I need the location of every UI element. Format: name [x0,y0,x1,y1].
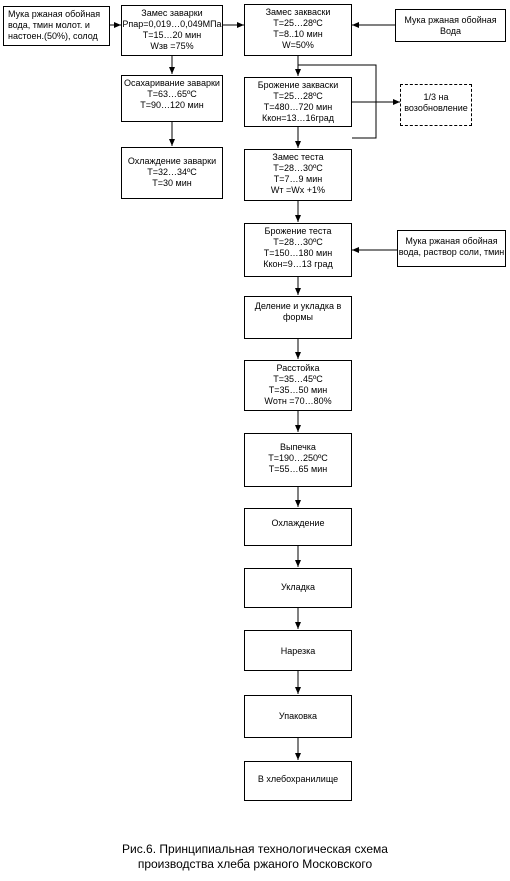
box-flour-water-left: Мука ржаная обойная вода, тмин молот. и … [3,6,110,46]
box-line: W=50% [282,40,314,50]
box-line: Wт =Wх +1% [270,185,326,195]
box-line: Вода [439,26,462,36]
box-line: Т=150…180 мин [263,248,333,258]
box-line: возобновление [404,103,468,113]
box-flour-water-right: Мука ржаная обойная Вода [395,9,506,42]
box-line: Т=35…45ºС [273,374,323,384]
box-line: Мука ржаная обойная [405,236,498,246]
box-line: Мука ржаная обойная [8,9,101,19]
box-zavarka-mix: Замес заварки Рпар=0,019…0,049МПа Т=15…2… [121,5,223,56]
box-line: вода, раствор соли, тмин [398,247,505,257]
box-line: Замес закваски [265,7,331,17]
box-line: Ккон=9…13 град [263,259,333,269]
figure-caption: Рис.6. Принципиальная технологическая сх… [0,842,510,872]
box-line: Т=25…28ºС [273,18,323,28]
box-storage: В хлебохранилище [244,761,352,801]
box-zavarka-cooling: Охлаждение заварки Т=32…34ºС Т=30 мин [121,147,223,199]
box-line: Т=25…28ºС [273,91,323,101]
box-line: Т=190…250ºС [268,453,328,463]
box-line: В хлебохранилище [257,774,339,784]
box-line: Т=28…30ºС [273,163,323,173]
box-line: Т=35…50 мин [268,385,328,395]
box-line: формы [282,312,314,322]
box-packaging: Упаковка [244,695,352,738]
box-line: Т=15…20 мин [142,30,202,40]
box-dough-fermentation: Брожение теста Т=28…30ºС Т=150…180 мин К… [244,223,352,277]
box-line: Т=32…34ºС [147,167,197,177]
box-line: Деление и укладка в [254,301,342,311]
box-line: 1/3 на [423,92,449,102]
box-dough-mix: Замес теста Т=28…30ºС Т=7…9 мин Wт =Wх +… [244,149,352,201]
box-line: Т=30 мин [152,178,192,188]
box-line: Wзв =75% [150,41,194,51]
box-line: Брожение закваски [257,80,339,90]
box-flour-salt: Мука ржаная обойная вода, раствор соли, … [397,230,506,267]
box-line: Мука ржаная обойная [404,15,497,25]
box-line: Выпечка [280,442,316,452]
box-line: настоен.(50%), солод [8,31,98,41]
box-proofing: Расстойка Т=35…45ºС Т=35…50 мин Wотн =70… [244,360,352,411]
box-line: Т=28…30ºС [273,237,323,247]
box-starter-mix: Замес закваски Т=25…28ºС Т=8..10 мин W=5… [244,4,352,56]
box-tray-placing: Укладка [244,568,352,608]
box-line: Т=55…65 мин [268,464,328,474]
box-line: Т=480…720 мин [263,102,333,112]
box-saccharification: Осахаривание заварки Т=63…65ºС Т=90…120 … [121,75,223,122]
box-renewal: 1/3 на возобновление [400,84,472,126]
box-cooling: Охлаждение [244,508,352,546]
box-starter-fermentation: Брожение закваски Т=25…28ºС Т=480…720 ми… [244,77,352,127]
box-line: Укладка [280,582,315,592]
box-dividing: Деление и укладка в формы [244,296,352,339]
box-line: Wотн =70…80% [264,396,332,406]
caption-line-2: производства хлеба ржаного Московского [137,857,373,871]
box-line: Осахаривание заварки [124,78,220,88]
box-line: Охлаждение [271,518,325,528]
box-line: Расстойка [276,363,320,373]
box-line: Т=8..10 мин [273,29,323,39]
box-line: вода, тмин молот. и [8,20,90,30]
box-line: Охлаждение заварки [127,156,217,166]
caption-line-1: Рис.6. Принципиальная технологическая сх… [122,842,388,856]
box-line: Упаковка [278,711,318,721]
box-slicing: Нарезка [244,630,352,671]
box-line: Рпар=0,019…0,049МПа [122,19,222,29]
box-line: Замес теста [272,152,324,162]
box-line: Замес заварки [141,8,203,18]
box-line: Т=7…9 мин [273,174,323,184]
box-line: Нарезка [280,646,316,656]
box-baking: Выпечка Т=190…250ºС Т=55…65 мин [244,433,352,487]
box-line: Т=63…65ºС [147,89,197,99]
box-line: Брожение теста [264,226,332,236]
box-line: Т=90…120 мин [140,100,204,110]
box-line: Ккон=13…16град [261,113,335,123]
